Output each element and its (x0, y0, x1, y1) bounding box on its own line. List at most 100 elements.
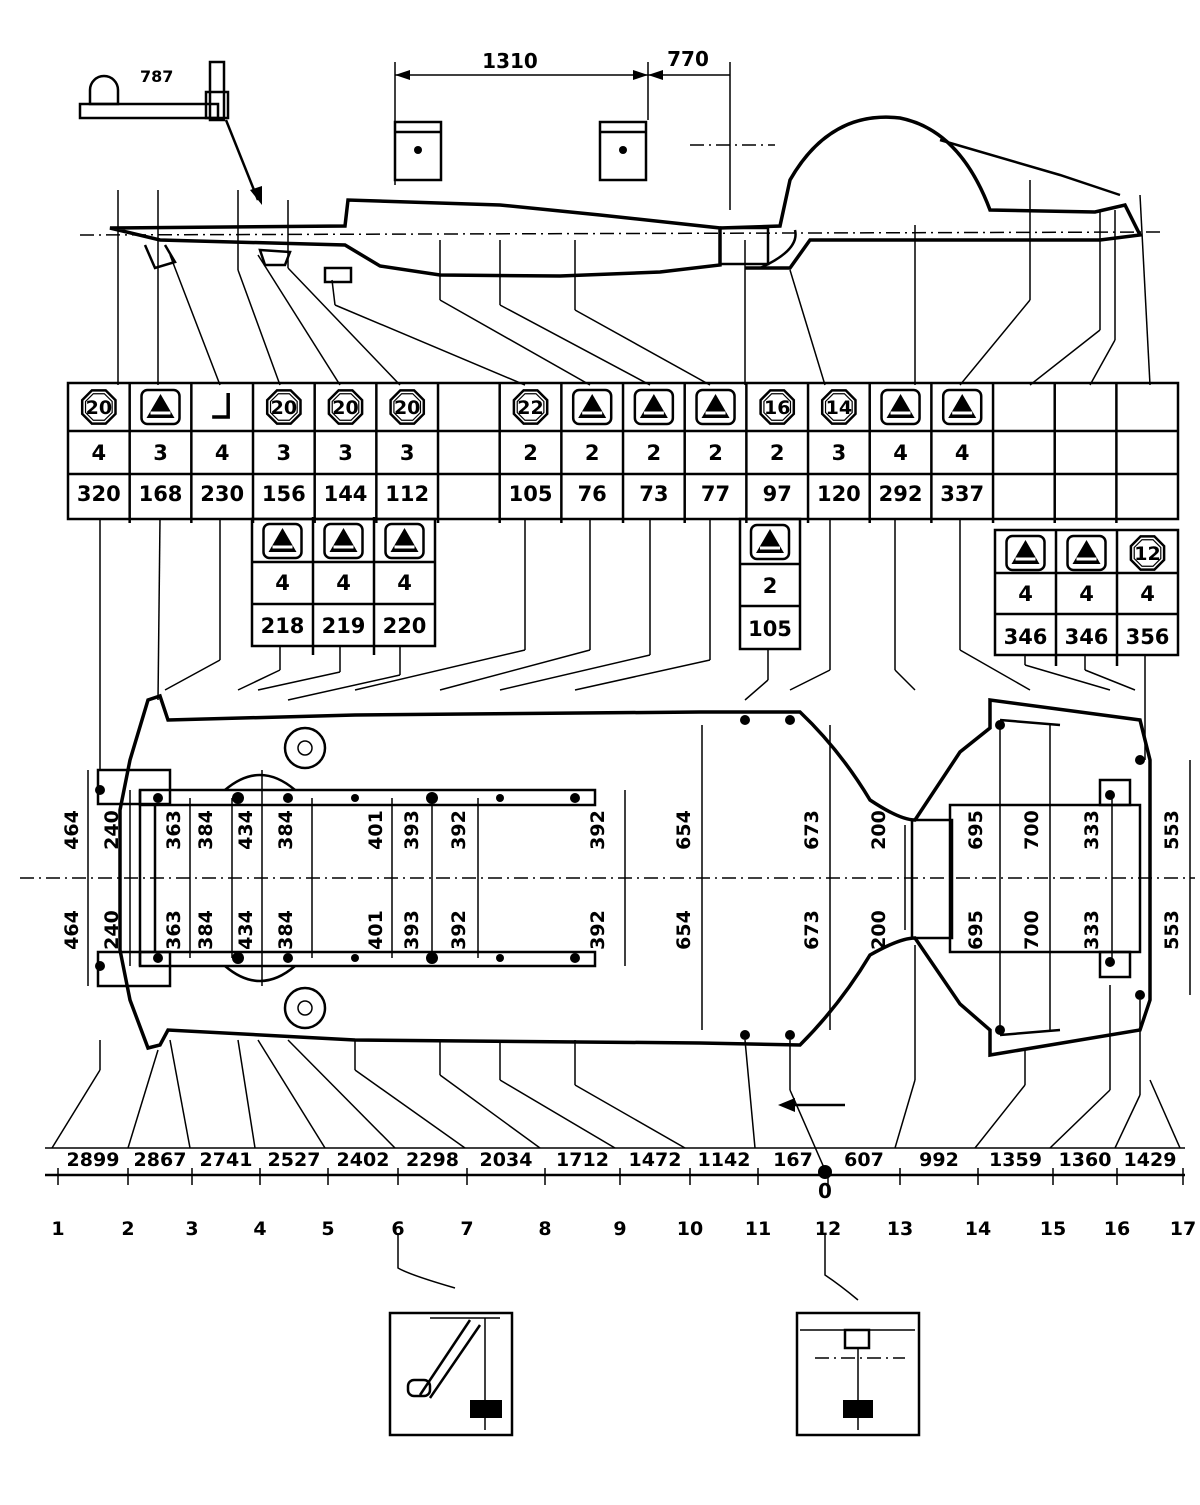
table-main-col-4-icon: 20 (265, 389, 302, 425)
table-sub-mid-col-1-count: 2 (763, 574, 778, 598)
axis-distance-12: 607 (844, 1149, 884, 1171)
axis-point-6: 6 (391, 1218, 404, 1240)
axis-distance-13: 992 (919, 1149, 959, 1171)
table-main-col-1-value: 320 (77, 482, 121, 506)
table-sub-right-col-2-icon (1066, 534, 1107, 572)
table-main-col-12-icon: 16 (759, 389, 796, 425)
table-main-col-1-icon-value: 20 (86, 397, 112, 419)
table-main-col-6-icon: 20 (389, 389, 426, 425)
table-main-col-8-count: 2 (523, 441, 538, 465)
table-main-col-13-value: 120 (817, 482, 861, 506)
axis-distance-15: 1360 (1059, 1149, 1112, 1171)
plan-dim-lower-3: 363 (163, 910, 185, 950)
table-main-col-5-value: 144 (324, 482, 368, 506)
plan-dim-lower-5: 434 (235, 910, 257, 950)
table-main-col-11-icon (695, 388, 736, 426)
table-main-col-9-count: 2 (585, 441, 600, 465)
table-main-col-10-icon (633, 388, 675, 426)
axis-distance-11: 167 (773, 1149, 813, 1171)
table-main-col-10-count: 2 (647, 441, 662, 465)
plan-dim-lower-9: 392 (448, 910, 470, 950)
axis-distance-9: 1472 (629, 1149, 682, 1171)
table-main-col-13-icon-value: 14 (826, 397, 852, 419)
plan-dim-lower-12: 673 (801, 910, 823, 950)
table-main-col-6-value: 112 (385, 482, 429, 506)
table-main-col-5-icon: 20 (327, 389, 364, 425)
table-sub-right-col-3-value: 356 (1126, 625, 1170, 649)
table-sub-left-col-1-count: 4 (275, 571, 290, 595)
plan-dim-upper-1: 464 (61, 810, 83, 850)
plan-dim-lower-6: 384 (275, 910, 297, 950)
table-sub-left-col-1-value: 218 (261, 614, 305, 638)
tow-label: 787 (140, 67, 173, 86)
axis-point-7: 7 (460, 1218, 473, 1240)
axis-point-13: 13 (887, 1218, 913, 1240)
table-main-col-13-icon: 14 (820, 389, 857, 425)
plan-dim-upper-4: 384 (195, 810, 217, 850)
axis-point-10: 10 (677, 1218, 703, 1240)
axis-point-2: 2 (121, 1218, 134, 1240)
axis-point-3: 3 (185, 1218, 198, 1240)
axis-point-15: 15 (1040, 1218, 1066, 1240)
table-sub-left-col-2-count: 4 (336, 571, 351, 595)
table-sub-right-col-2-count: 4 (1079, 582, 1094, 606)
axis-distance-14: 1359 (989, 1149, 1042, 1171)
table-sub-right-col-3-icon-value: 12 (1134, 543, 1160, 565)
leader-lines-lower (99, 518, 1146, 770)
axis-distance-1: 2899 (67, 1149, 120, 1171)
table-main-col-11-count: 2 (708, 441, 723, 465)
strut-mount-front (393, 120, 443, 182)
plan-dim-upper-12: 673 (801, 810, 823, 850)
table-main-col-12-icon-value: 16 (764, 397, 790, 419)
strut-mount-rear (598, 120, 648, 182)
table-main-col-12-count: 2 (770, 441, 785, 465)
table-sub-right-col-1-value: 346 (1004, 625, 1048, 649)
fastener-table-main: 2043203168423020315620314420311222210527… (66, 381, 1180, 523)
table-main-col-14-count: 4 (893, 441, 908, 465)
axis-distance-4: 2527 (268, 1149, 321, 1171)
table-main-col-11-value: 77 (701, 482, 730, 506)
plan-dim-upper-8: 393 (401, 810, 423, 850)
axis-point-14: 14 (965, 1218, 991, 1240)
table-main-col-12-value: 97 (763, 482, 792, 506)
fastener-table-sub-mid: 2 105 (738, 517, 802, 651)
table-main-col-8-icon-value: 22 (517, 397, 543, 419)
axis-distance-8: 1712 (556, 1149, 609, 1171)
axis-distance-6: 2298 (406, 1149, 459, 1171)
side-view: 787 1310 770 (78, 47, 1161, 284)
plan-dim-upper-2: 240 (101, 810, 123, 850)
table-main-col-4-icon-value: 20 (271, 397, 297, 419)
table-main-col-9-value: 76 (578, 482, 607, 506)
plan-dim-lower-11: 654 (673, 910, 695, 950)
axis-point-17: 17 (1170, 1218, 1196, 1240)
plan-dim-lower-1: 464 (61, 910, 83, 950)
table-main-col-2-value: 168 (139, 482, 183, 506)
table-main-col-8-icon: 22 (512, 389, 549, 425)
zero-point-marker (818, 1165, 832, 1179)
table-main-col-14-icon (880, 388, 921, 426)
plan-dim-upper-11: 654 (673, 810, 695, 850)
table-sub-right-col-1-icon (1005, 534, 1046, 572)
plan-dim-upper-15: 700 (1021, 810, 1043, 850)
table-sub-left-col-1-icon (262, 522, 303, 560)
axis-distance-5: 2402 (337, 1149, 390, 1171)
plan-dim-upper-10: 392 (587, 810, 609, 850)
plan-dim-lower-17: 553 (1161, 910, 1183, 950)
inset-detail-6 (388, 1235, 514, 1437)
plan-dim-upper-16: 333 (1081, 810, 1103, 850)
table-sub-mid-col-1-value: 105 (748, 617, 792, 641)
body-side-profile (79, 115, 1161, 284)
axis-point-4: 4 (253, 1218, 266, 1240)
plan-dim-upper-7: 401 (365, 810, 387, 850)
table-main-col-3-icon (212, 393, 230, 419)
table-main-col-15-count: 4 (955, 441, 970, 465)
table-main-col-15-icon (941, 388, 983, 426)
table-sub-right-col-1-count: 4 (1018, 582, 1033, 606)
table-main-col-6-count: 3 (400, 441, 415, 465)
plan-dim-lower-2: 240 (101, 910, 123, 950)
table-main-col-8-value: 105 (509, 482, 553, 506)
table-sub-mid-col-1-icon (749, 523, 791, 561)
table-main-col-3-count: 4 (215, 441, 230, 465)
